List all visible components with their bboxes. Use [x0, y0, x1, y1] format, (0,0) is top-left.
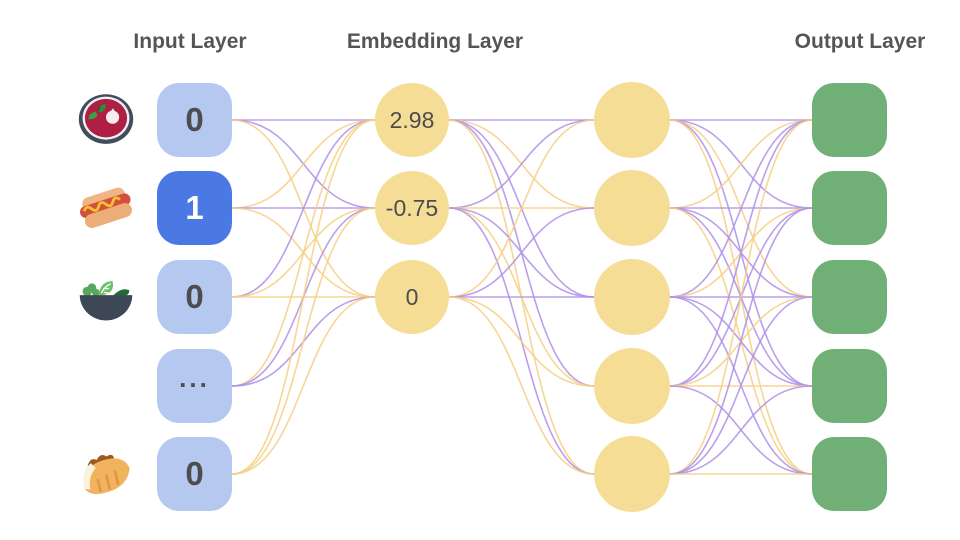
edge-input5-embedding1 [231, 119, 376, 475]
output-node-5 [812, 437, 887, 511]
edge-hidden3-output1 [669, 119, 813, 298]
input-node-4: ... [157, 349, 232, 423]
borscht-bowl-icon [76, 90, 136, 150]
embedding-layer-title: Embedding Layer [346, 30, 524, 53]
hidden-node-5 [594, 436, 670, 512]
salad-bowl-icon [76, 267, 136, 327]
edge-input2-embedding1 [231, 119, 376, 209]
edge-hidden5-output4 [669, 385, 813, 475]
edge-input4-embedding1 [231, 119, 376, 387]
hidden-node-4 [594, 348, 670, 424]
edge-input5-embedding2 [231, 207, 376, 475]
edge-input5-embedding3 [231, 296, 376, 475]
edge-embedding2-hidden1 [448, 119, 595, 209]
edge-embedding3-hidden5 [448, 296, 595, 475]
input-node-1: 0 [157, 83, 232, 157]
edge-hidden5-output2 [669, 207, 813, 475]
ellipsis-label: ... [179, 363, 210, 393]
input-node-5: 0 [157, 437, 232, 511]
embedding-node-3: 0 [375, 260, 449, 334]
hidden-node-1 [594, 82, 670, 158]
embedding-node-2: -0.75 [375, 171, 449, 245]
input-node-3: 0 [157, 260, 232, 334]
hotdog-icon [76, 178, 136, 238]
edge-embedding3-hidden4 [448, 296, 595, 387]
edge-hidden2-output1 [669, 119, 813, 209]
edge-input3-embedding1 [231, 119, 376, 298]
hidden-node-3 [594, 259, 670, 335]
embedding-node-1: 2.98 [375, 83, 449, 157]
output-node-1 [812, 83, 887, 157]
edge-embedding3-hidden1 [448, 119, 595, 298]
input-node-2: 1 [157, 171, 232, 245]
output-node-4 [812, 349, 887, 423]
output-node-3 [812, 260, 887, 334]
output-node-2 [812, 171, 887, 245]
input-layer-title: Input Layer [133, 30, 247, 53]
hidden-node-2 [594, 170, 670, 246]
edge-embedding3-hidden2 [448, 207, 595, 298]
output-layer-title: Output Layer [794, 30, 926, 53]
edge-hidden5-output3 [669, 296, 813, 475]
pita-icon [76, 444, 136, 504]
edge-hidden4-output1 [669, 119, 813, 387]
edge-hidden5-output1 [669, 119, 813, 475]
